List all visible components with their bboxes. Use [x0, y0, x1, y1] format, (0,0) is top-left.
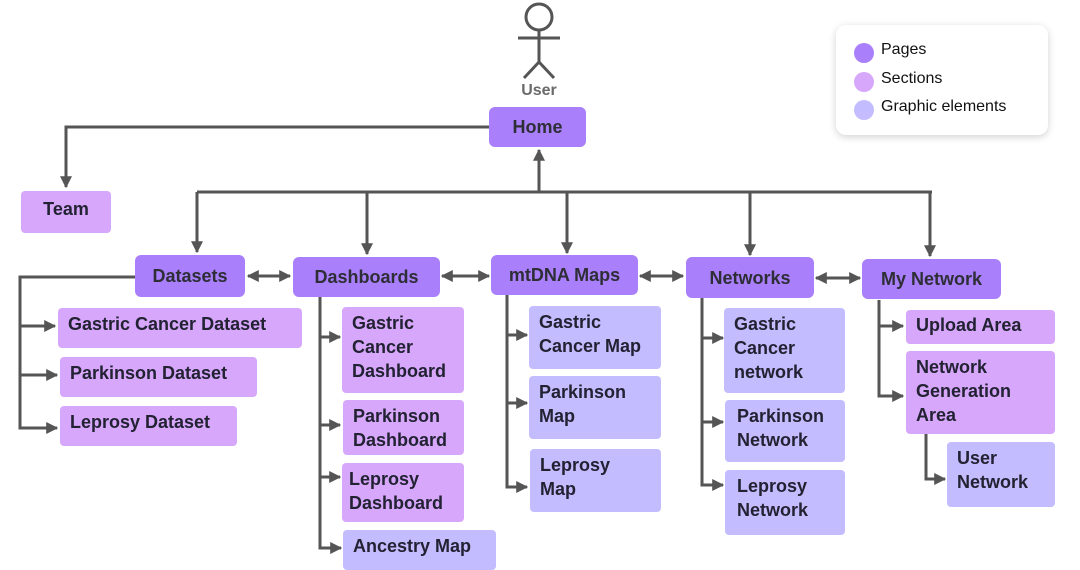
connector-home-team: [60, 125, 489, 189]
stick-figure-user-icon: [518, 2, 560, 80]
node-networks[interactable]: Networks: [686, 257, 814, 298]
legend-item-pages: Pages: [854, 41, 927, 63]
legend-item-graphic-elements: Graphic elements: [854, 98, 1007, 120]
node-mtdna-maps[interactable]: mtDNA Maps: [491, 255, 638, 295]
node-home[interactable]: Home: [489, 107, 586, 147]
node-my-network[interactable]: My Network: [862, 259, 1001, 299]
node-parkinson-dataset[interactable]: Parkinson Dataset: [60, 357, 257, 397]
node-leprosy-dataset[interactable]: Leprosy Dataset: [60, 406, 237, 446]
sections-swatch-icon: [854, 72, 874, 92]
node-dashboards[interactable]: Dashboards: [293, 257, 440, 297]
node-network-generation-area[interactable]: Network Generation Area: [906, 351, 1055, 434]
node-gastric-cancer-dashboard[interactable]: Gastric Cancer Dashboard: [342, 307, 464, 393]
legend-label: Pages: [881, 41, 927, 58]
node-datasets[interactable]: Datasets: [135, 255, 245, 297]
node-leprosy-network[interactable]: Leprosy Network: [725, 470, 845, 535]
node-gastric-cancer-map[interactable]: Gastric Cancer Map: [529, 306, 661, 369]
node-gastric-cancer-network[interactable]: Gastric Cancer network: [724, 308, 845, 393]
legend-label: Sections: [881, 70, 943, 87]
legend: Pages Sections Graphic elements: [836, 25, 1048, 135]
node-ancestry-map[interactable]: Ancestry Map: [343, 530, 496, 570]
pages-swatch-icon: [854, 43, 874, 63]
user-actor-label: User: [521, 82, 557, 99]
node-gastric-cancer-dataset[interactable]: Gastric Cancer Dataset: [58, 308, 302, 348]
node-leprosy-dashboard[interactable]: Leprosy Dashboard: [342, 463, 464, 522]
node-parkinson-network[interactable]: Parkinson Network: [725, 400, 845, 462]
node-parkinson-map[interactable]: Parkinson Map: [529, 376, 661, 439]
node-upload-area[interactable]: Upload Area: [906, 310, 1055, 344]
node-leprosy-map[interactable]: Leprosy Map: [530, 449, 661, 512]
node-user-network[interactable]: User Network: [947, 442, 1055, 507]
node-parkinson-dashboard[interactable]: Parkinson Dashboard: [343, 400, 464, 455]
legend-item-sections: Sections: [854, 70, 943, 92]
graphic-elements-swatch-icon: [854, 100, 874, 120]
legend-label: Graphic elements: [881, 98, 1007, 115]
node-team[interactable]: Team: [21, 191, 111, 233]
